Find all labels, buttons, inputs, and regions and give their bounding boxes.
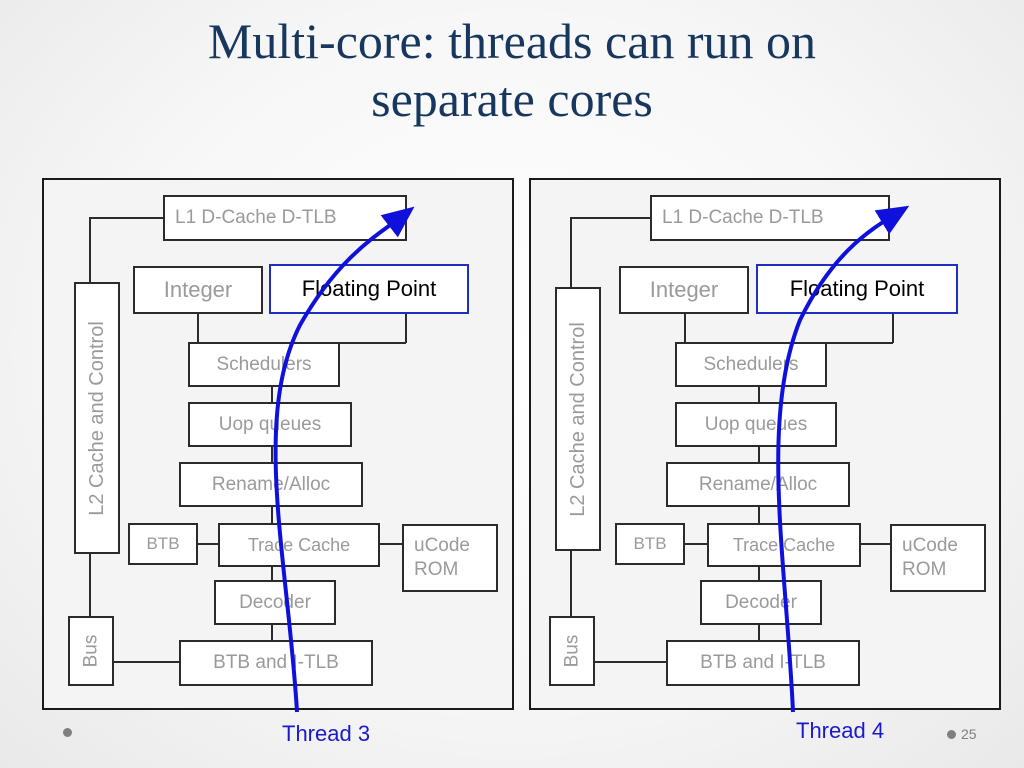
schedulers-box: Schedulers: [188, 342, 340, 387]
title-line-1: Multi-core: threads can run on: [207, 13, 817, 69]
l2-cache-control-box: L2 Cache and Control: [74, 282, 120, 554]
core-panel-left: L1 D-Cache D-TLB Integer Floating Point …: [42, 178, 514, 710]
btb-box: BTB: [128, 523, 198, 565]
trace-cache-box: Trace Cache: [707, 523, 861, 567]
btb-itlb-box: BTB and I-TLB: [179, 640, 373, 686]
footer-bullet-left: [63, 728, 72, 737]
uop-queues-box: Uop queues: [675, 402, 837, 447]
thread-3-label: Thread 3: [282, 721, 371, 746]
slide-title: Multi-core: threads can run on separate …: [0, 12, 1024, 128]
floating-point-box: Floating Point: [269, 264, 469, 314]
rename-alloc-box: Rename/Alloc: [179, 462, 363, 507]
l1-dcache-dtlb-box: L1 D-Cache D-TLB: [163, 195, 407, 241]
footer-bullet-right: [947, 730, 956, 739]
trace-cache-box: Trace Cache: [218, 523, 380, 567]
btb-itlb-box: BTB and I-TLB: [666, 640, 860, 686]
uop-queues-box: Uop queues: [188, 402, 352, 447]
l1-dcache-dtlb-box: L1 D-Cache D-TLB: [650, 195, 890, 241]
rename-alloc-box: Rename/Alloc: [666, 462, 850, 507]
integer-box: Integer: [619, 266, 749, 314]
decoder-box: Decoder: [700, 580, 822, 625]
ucode-rom-box: uCode ROM: [402, 524, 498, 592]
title-line-2: separate cores: [371, 71, 653, 127]
core-panel-right: L1 D-Cache D-TLB Integer Floating Point …: [529, 178, 1001, 710]
page-number: 25: [961, 726, 977, 742]
schedulers-box: Schedulers: [675, 342, 827, 387]
bus-box: Bus: [68, 616, 114, 686]
decoder-box: Decoder: [214, 580, 336, 625]
bus-box: Bus: [549, 616, 595, 686]
thread-4-label: Thread 4: [796, 718, 885, 743]
l2-cache-control-box: L2 Cache and Control: [555, 287, 601, 551]
btb-box: BTB: [615, 523, 685, 565]
floating-point-box: Floating Point: [756, 264, 958, 314]
ucode-rom-box: uCode ROM: [890, 524, 986, 592]
integer-box: Integer: [133, 266, 263, 314]
